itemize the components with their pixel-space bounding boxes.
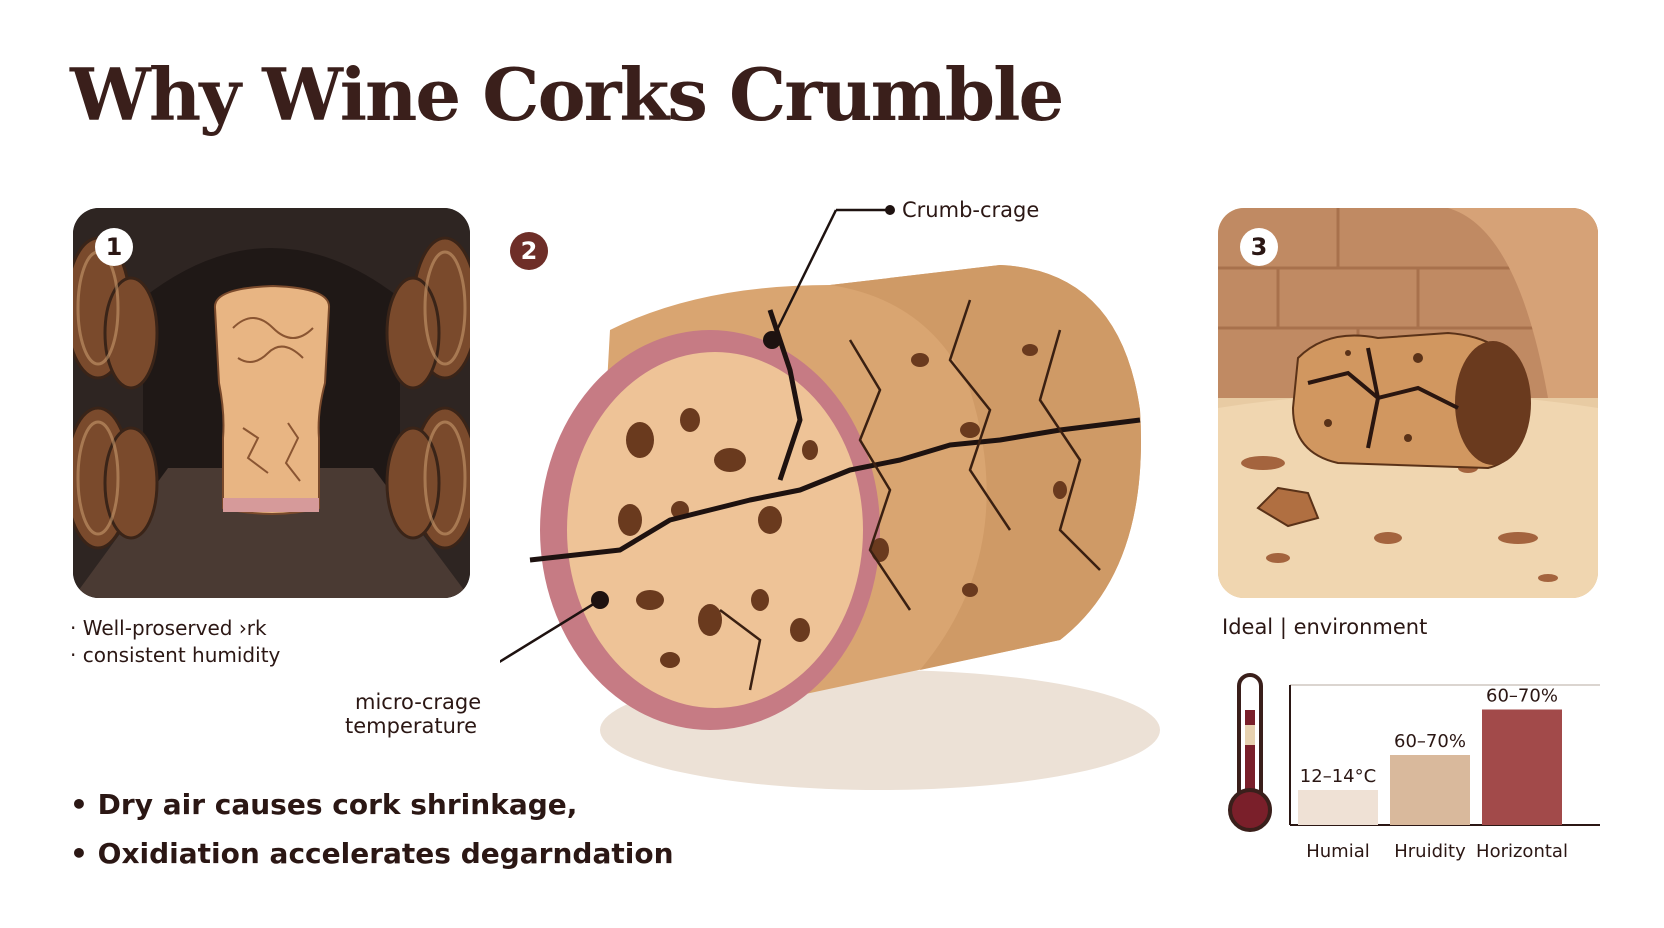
note-humidity: consistent humidity [70, 642, 281, 669]
callout-temperature: temperature [345, 714, 477, 738]
panel1-notes: Well-proserved ›rk consistent humidity [70, 615, 281, 669]
callout-crumb-crage: Crumb-crage [902, 198, 1040, 222]
callout-micro-crage: micro-crage [355, 690, 482, 714]
key-points: Dry air causes cork shrinkage, Oxidiatio… [70, 780, 674, 878]
point-oxidation: Oxidiation accelerates degarndation [70, 829, 674, 878]
category-label-0: Humial [1306, 841, 1370, 862]
bar-0 [1298, 790, 1378, 825]
bar-1 [1390, 755, 1470, 825]
step-2-badge: 2 [510, 232, 548, 270]
bar-value-label-0: 12–14°C [1300, 766, 1376, 787]
cracked-cork-illustration [500, 205, 1160, 790]
bar-2 [1482, 709, 1562, 825]
step-3-badge: 3 [1240, 228, 1278, 266]
crumbled-cork-scene [1218, 208, 1598, 598]
step-1-badge: 1 [95, 228, 133, 266]
bar-value-label-2: 60–70% [1486, 686, 1558, 707]
point-dry-air: Dry air causes cork shrinkage, [70, 780, 674, 829]
panel3-caption: Ideal | environment [1222, 615, 1428, 639]
cellar-illustration: 1 [73, 208, 470, 598]
category-label-2: Horizontal [1476, 841, 1568, 862]
note-well-preserved: Well-proserved ›rk [70, 615, 280, 642]
page-title: Why Wine Corks Crumble [70, 52, 1064, 137]
cellar-scene [73, 208, 470, 598]
thermometer-icon [1228, 673, 1272, 832]
bar-value-label-1: 60–70% [1394, 731, 1466, 752]
environment-bar-chart: 12–14°C Humial 60–70% Hruidity 60–70% Horizon… [1289, 684, 1600, 862]
category-label-1: Hruidity [1394, 841, 1466, 862]
crumbled-cork-illustration: 3 [1218, 208, 1598, 598]
